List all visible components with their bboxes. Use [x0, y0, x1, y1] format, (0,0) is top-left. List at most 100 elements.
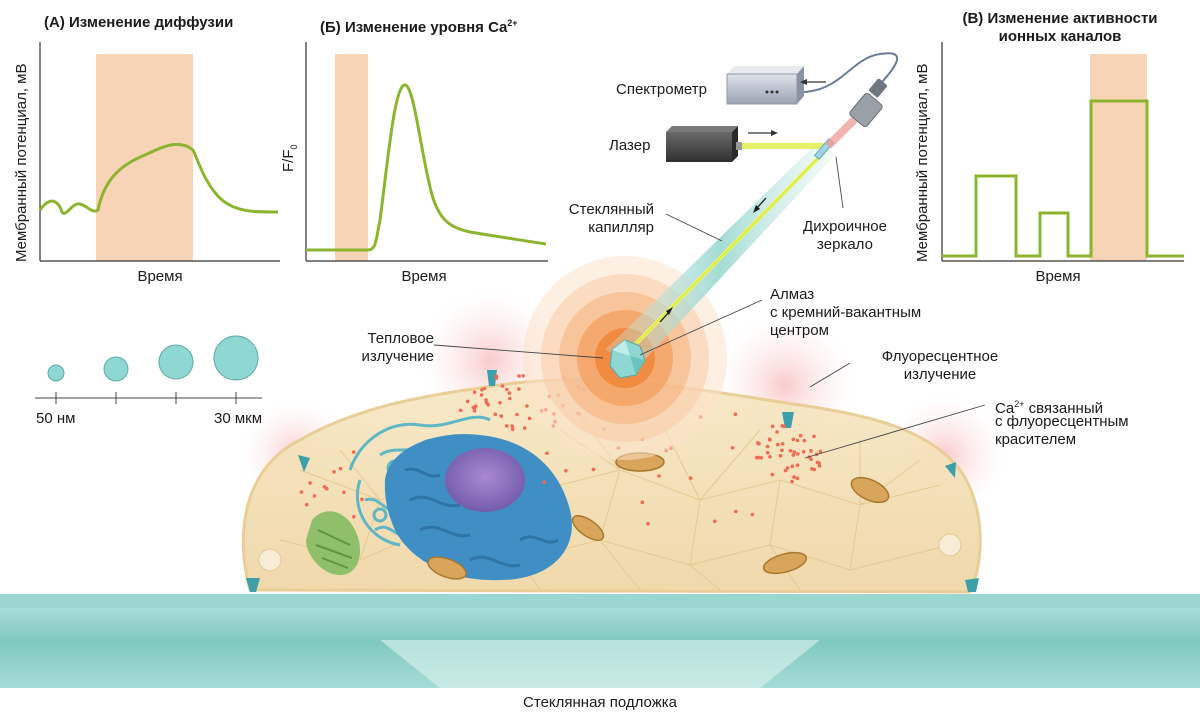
- nucleolus: [445, 448, 525, 512]
- fluorescent-dot: [750, 512, 755, 517]
- fluorescent-dot: [770, 472, 775, 477]
- fluorescent-dot: [796, 452, 800, 456]
- fluorescent-dot: [688, 476, 693, 480]
- fluorescent-dot: [759, 456, 764, 460]
- green-organelle: [306, 511, 360, 575]
- scale-bar: [35, 392, 262, 404]
- fluorescent-dot: [782, 424, 786, 429]
- diamond-size-series: [47, 335, 259, 382]
- fluorescent-dot: [498, 401, 502, 405]
- panel-b-xlabel: Время: [401, 268, 447, 285]
- fluorescent-dot: [564, 468, 568, 473]
- label-laser: Лазер: [609, 137, 651, 154]
- fluorescent-dot: [511, 427, 515, 432]
- fluorescent-dot: [515, 412, 519, 417]
- fluorescent-dot: [517, 387, 521, 391]
- fluorescent-dot: [472, 409, 477, 413]
- fluorescent-dot: [351, 450, 356, 454]
- fluorescent-dot: [360, 497, 364, 502]
- fluorescent-dot: [342, 490, 346, 495]
- fluorescent-dot: [484, 400, 489, 405]
- fluorescent-dot: [780, 442, 785, 446]
- label-spectrometer: Спектрометр: [616, 81, 707, 98]
- fluorescent-dot: [790, 464, 795, 469]
- fluorescent-dot: [545, 451, 549, 456]
- panel-c-xlabel: Время: [1035, 268, 1081, 285]
- panel-b-title: (Б) Изменение уровня Ca2+: [320, 18, 518, 36]
- laser-beam-arrowhead: [771, 130, 778, 136]
- panel-a-graph: [38, 42, 280, 262]
- fluorescent-dot: [525, 404, 529, 408]
- fluorescent-dot: [783, 468, 788, 473]
- fluorescent-dot: [780, 448, 784, 453]
- fluorescent-dot: [730, 446, 735, 450]
- fluorescent-dot: [776, 442, 780, 447]
- fluorescent-dot: [791, 453, 796, 457]
- fluorescent-dot: [791, 437, 796, 442]
- panel-c-ylabel: Мембранный потенциал, мВ: [914, 63, 931, 262]
- fluorescent-dot: [790, 479, 794, 484]
- fluorescent-dot: [500, 384, 505, 388]
- panel-a-curve: [38, 142, 279, 215]
- ion-channels: [246, 370, 979, 592]
- panel-c-curve: [942, 99, 1184, 258]
- fluorescent-dot: [458, 408, 463, 413]
- fluorescent-dot: [770, 424, 775, 429]
- fluorescent-dot: [755, 441, 760, 445]
- fluorescent-dot: [508, 396, 512, 401]
- fluorescent-dot: [646, 521, 650, 526]
- fluorescent-dot: [809, 449, 813, 453]
- fluorescent-dot: [812, 467, 816, 472]
- fluorescent-dot: [792, 475, 796, 479]
- fluorescent-dot: [521, 374, 525, 378]
- fluorescent-dot: [352, 514, 356, 519]
- green-organelle-lines: [315, 529, 353, 569]
- label-diamond-line2: с кремний-вакантным: [770, 304, 922, 321]
- fluorescent-dot: [818, 449, 823, 454]
- vesicle-left: [258, 548, 282, 572]
- fluorescent-dot: [507, 391, 512, 395]
- glass-capillary: [605, 140, 835, 365]
- capillary-arrowhead-up: [666, 307, 673, 315]
- fluorescent-dot: [657, 474, 661, 478]
- fluorescent-dot: [494, 374, 499, 379]
- fluorescent-dot: [640, 500, 645, 505]
- fluorescent-dot: [517, 374, 521, 378]
- fluorescent-dot: [767, 437, 772, 442]
- panel-c-graph: [941, 42, 1184, 262]
- fluorescent-dot: [795, 438, 800, 443]
- fiber-coupler: [849, 78, 887, 128]
- fluorescent-dot: [733, 412, 738, 417]
- panel-a-highlight: [96, 54, 193, 261]
- fluorescent-dot: [785, 466, 790, 470]
- fluorescent-dot: [499, 414, 504, 418]
- label-ca-line1: Ca2+ связанный: [995, 399, 1103, 417]
- label-capillary-line1: Стеклянный: [568, 201, 654, 218]
- fiber-cable: [794, 52, 899, 94]
- fluorescent-dot: [505, 387, 509, 392]
- panel-a-xlabel: Время: [137, 268, 183, 285]
- fluorescent-dot: [322, 485, 327, 489]
- label-thermal-line2: излучение: [361, 348, 434, 365]
- label-mirror-line1: Дихроичное: [803, 218, 887, 235]
- label-diamond-line3: центром: [770, 322, 829, 339]
- fluorescent-dot: [338, 466, 343, 471]
- label-substrate: Стеклянная подложка: [523, 694, 677, 711]
- diamond-tip: [609, 339, 646, 379]
- laser-device: [666, 126, 742, 162]
- fluorescent-dot: [775, 430, 779, 434]
- panel-c-highlight: [1090, 54, 1147, 261]
- panel-b-curve: [306, 83, 547, 252]
- beam-yellow-inner: [623, 147, 829, 357]
- fluorescent-dot: [312, 494, 317, 498]
- fluorescent-dot: [765, 450, 770, 455]
- fluorescent-dot: [504, 424, 509, 428]
- vesicle-right: [938, 533, 962, 557]
- label-ca-line3: красителем: [995, 431, 1077, 448]
- label-mirror-line2: зеркало: [817, 236, 873, 253]
- panel-b-graph: [305, 42, 548, 262]
- fluorescent-dot: [792, 450, 797, 454]
- fluorescent-dot: [801, 450, 806, 454]
- mitochondria: [427, 452, 890, 580]
